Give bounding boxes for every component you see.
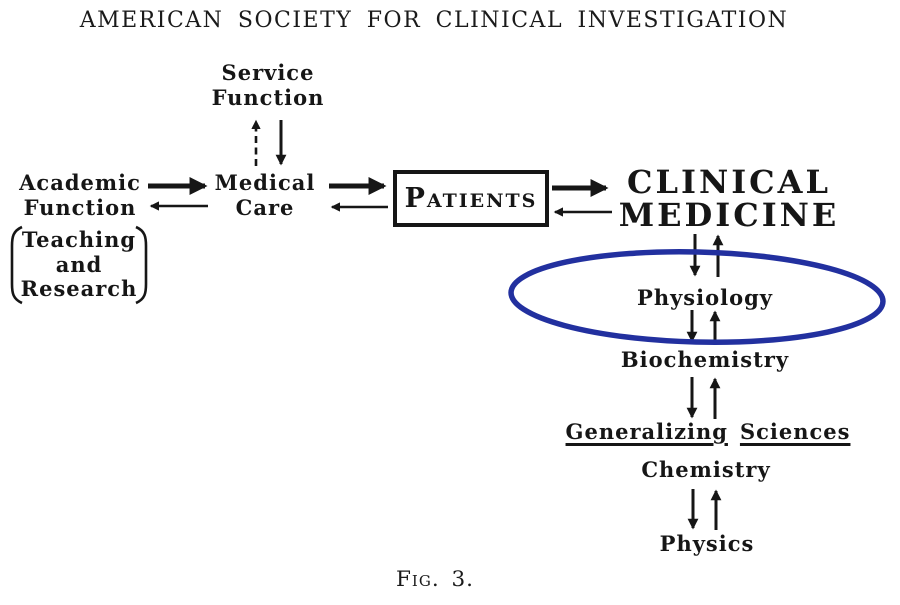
node-physiology: Physiology [637,285,773,310]
academic-function-line2: Function [23,195,137,220]
figure-caption: Fig. 3. [395,567,475,592]
medical-care-line2: Care [235,195,295,220]
node-teaching-and-research: Teaching and Research [20,227,138,302]
medical-care-line1: Medical [214,170,316,195]
teaching-research-line3: Research [20,276,138,301]
physiology-highlight-ellipse [508,249,886,345]
node-medical-care: Medical Care [215,170,316,220]
node-patients-box: Patients [393,170,549,227]
generalizing-sciences-word2: Sciences [739,419,851,444]
service-function-line1: Service [221,60,315,85]
generalizing-sciences-word1: Generalizing [565,419,728,444]
patients-label: Patients [404,183,538,214]
node-clinical-medicine: CLINICAL MEDICINE [619,166,840,232]
node-biochemistry: Biochemistry [621,347,789,372]
node-generalizing-sciences: Generalizing Sciences [566,419,851,444]
teaching-research-line2: and [55,251,103,277]
chemistry-label: Chemistry [641,457,771,482]
physics-label: Physics [659,531,755,556]
node-physics: Physics [660,531,755,556]
clinical-medicine-line1: CLINICAL [627,163,831,201]
teaching-research-line1: Teaching [21,227,137,252]
left-bracket [10,225,23,305]
academic-function-line1: Academic [19,170,141,195]
clinical-medicine-line2: MEDICINE [618,196,840,234]
biochemistry-label: Biochemistry [620,347,790,372]
node-service-function: Service Function [212,60,325,110]
physiology-label: Physiology [637,285,773,310]
service-function-line2: Function [211,85,325,110]
node-chemistry: Chemistry [641,457,770,482]
node-academic-function: Academic Function [19,170,141,220]
page-title: AMERICAN SOCIETY FOR CLINICAL INVESTIGAT… [79,8,789,33]
right-bracket [135,225,148,305]
